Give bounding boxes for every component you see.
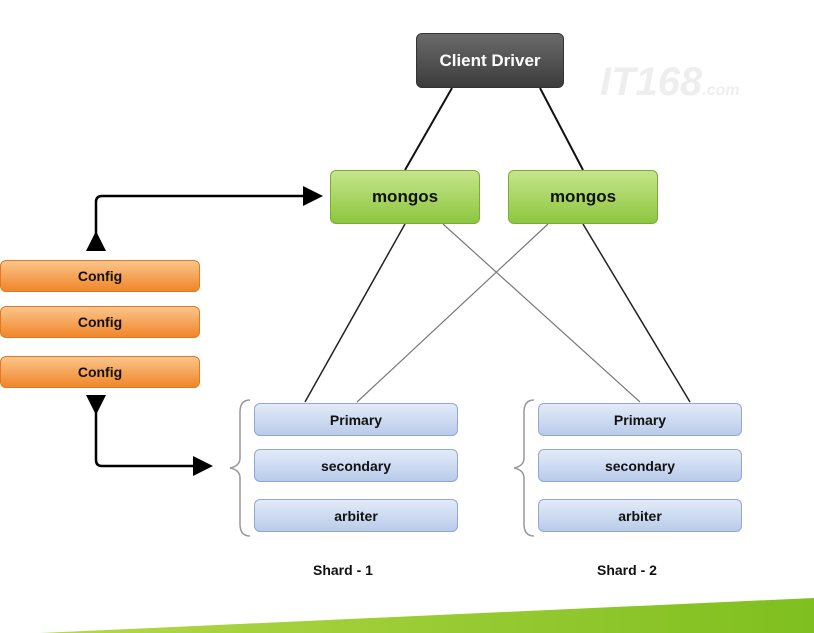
shard2-primary: Primary <box>538 403 742 436</box>
shard1-arbiter: arbiter <box>254 499 458 532</box>
watermark-logo: IT168.com <box>600 60 740 104</box>
arrow-config-mongos <box>86 186 323 251</box>
link-mongos2-shard2 <box>582 223 691 403</box>
mongos-node-2: mongos <box>508 170 658 224</box>
brace-shard-2 <box>513 399 535 537</box>
link-client-mongos-1 <box>404 87 453 171</box>
arrow-config-shard <box>86 395 213 476</box>
shard-1-label: Shard - 1 <box>313 562 373 578</box>
shard1-primary: Primary <box>254 403 458 436</box>
link-client-mongos-2 <box>539 87 584 171</box>
shard2-secondary: secondary <box>538 449 742 482</box>
shard-2-label: Shard - 2 <box>597 562 657 578</box>
config-server-1: Config <box>0 260 200 292</box>
brace-shard-1 <box>229 399 251 537</box>
link-mongos1-shard1 <box>304 223 406 403</box>
link-mongos1-shard2 <box>442 223 641 403</box>
mongos-node-1: mongos <box>330 170 480 224</box>
config-server-2: Config <box>0 306 200 338</box>
config-server-3: Config <box>0 356 200 388</box>
client-driver-node: Client Driver <box>416 33 564 88</box>
green-swoosh <box>40 598 814 633</box>
shard1-secondary: secondary <box>254 449 458 482</box>
shard2-arbiter: arbiter <box>538 499 742 532</box>
link-mongos2-shard1 <box>356 223 549 403</box>
